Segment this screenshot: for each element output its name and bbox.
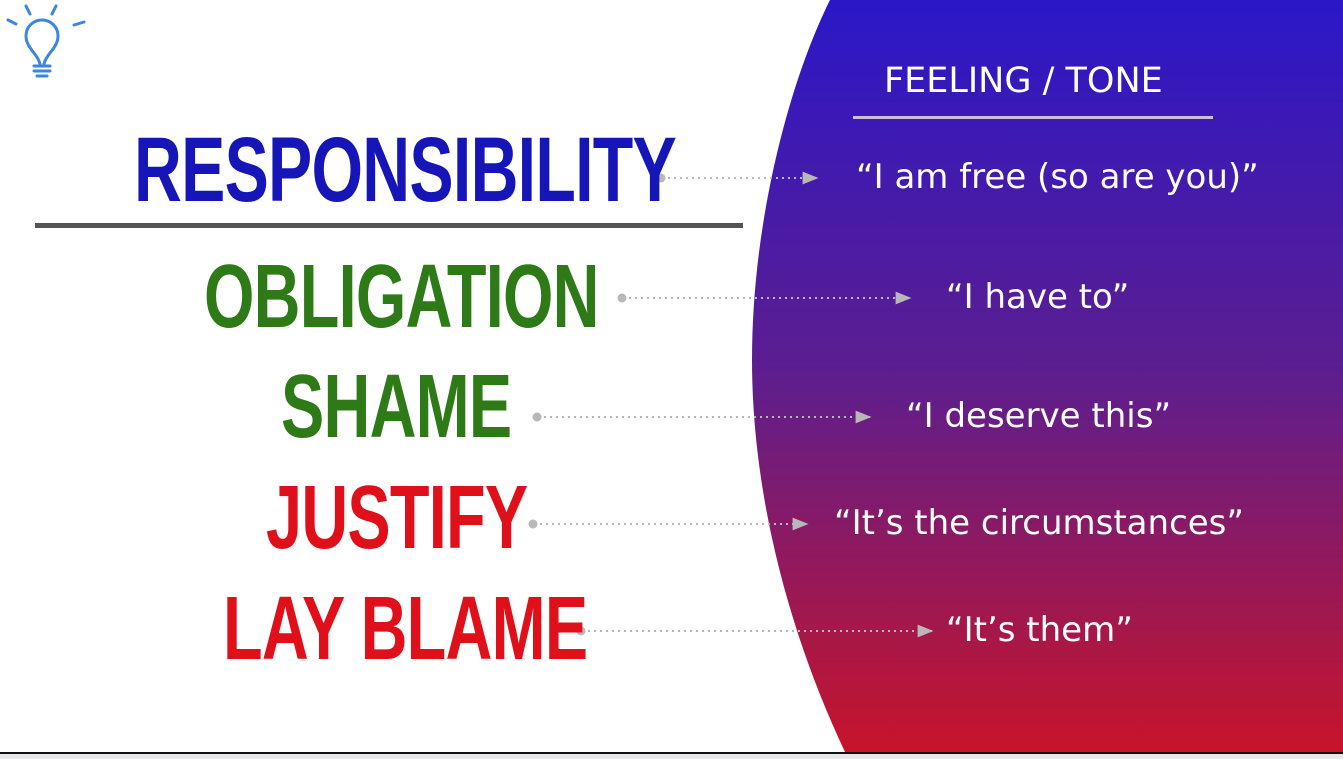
connector-dot [617, 293, 627, 303]
connector-justify [528, 517, 809, 531]
connector-responsibility [656, 171, 819, 185]
feeling-tone-header: FEELING / TONE [884, 61, 1163, 101]
connector-shame [532, 410, 872, 424]
connector-dot [532, 412, 542, 422]
gradient-shape [752, 0, 1343, 752]
connector-obligation [617, 291, 912, 305]
connector-lay-blame [576, 624, 934, 638]
connector-dot [576, 626, 586, 636]
term-shame: SHAME [281, 357, 512, 457]
divider-rule [35, 223, 743, 228]
bottom-strip [0, 754, 1343, 759]
term-lay-blame: LAY BLAME [223, 579, 588, 679]
term-responsibility: RESPONSIBILITY [134, 119, 677, 221]
connector-dot [656, 173, 666, 183]
bottom-border [0, 752, 1343, 754]
feeling-shame: “I deserve this” [906, 396, 1172, 436]
connector-dot [528, 519, 538, 529]
header-rule [853, 116, 1213, 119]
feeling-obligation: “I have to” [946, 277, 1130, 317]
term-obligation: OBLIGATION [204, 247, 599, 347]
feeling-responsibility: “I am free (so are you)” [856, 157, 1259, 197]
lightbulb-icon [6, 4, 86, 78]
term-justify: JUSTIFY [266, 468, 528, 568]
feeling-justify: “It’s the circumstances” [834, 503, 1245, 543]
feeling-lay-blame: “It’s them” [946, 610, 1133, 650]
